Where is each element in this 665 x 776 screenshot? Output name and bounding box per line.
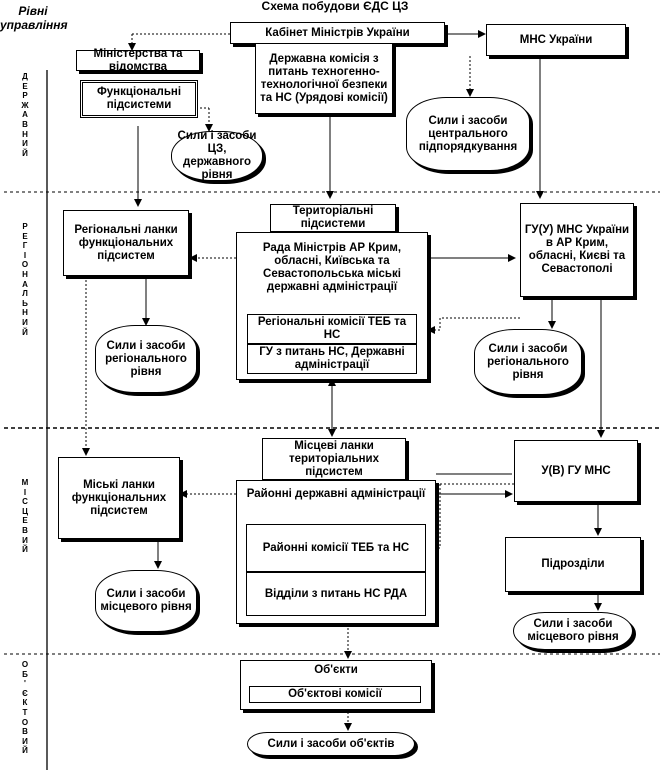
forces-local-right-oval: Сили і засоби місцевого рівня bbox=[513, 612, 633, 650]
state-commission-box: Державна комісія з питань техногенно-тех… bbox=[255, 43, 393, 114]
uv-gu-mns-box: У(В) ГУ МНС bbox=[514, 440, 638, 502]
regional-functional-links-box: Регіональні ланки функціональних підсист… bbox=[63, 210, 189, 276]
forces-state-oval: Сили і засоби ЦЗ, державного рівня bbox=[171, 130, 263, 181]
functional-subsystems-box: Функціональні підсистеми bbox=[80, 80, 198, 118]
levels-header: Рівні управління bbox=[0, 4, 68, 32]
local-territorial-box: Місцеві ланки територіальних підсистем bbox=[262, 438, 406, 480]
territorial-subsystems-box: Територіальні підсистеми bbox=[270, 204, 396, 232]
rda-departments-box: Відділи з питань НС РДА bbox=[246, 572, 426, 616]
regional-commissions-box: Регіональні комісії ТЕБ та НС bbox=[247, 314, 417, 344]
gu-ns-box: ГУ з питань НС, Державні адміністрації bbox=[247, 344, 417, 374]
object-commissions-box: Об'єктові комісії bbox=[249, 686, 421, 703]
levels-header-line1: Рівні bbox=[18, 4, 48, 18]
levels-header-line2: управління bbox=[0, 18, 68, 32]
city-functional-links-box: Міські ланки функціональних підсистем bbox=[58, 457, 180, 539]
district-commissions-box: Районні комісії ТЕБ та НС bbox=[246, 524, 426, 572]
mns-ukraine-box: МНС України bbox=[486, 24, 626, 56]
forces-objects-oval: Сили і засоби об'єктів bbox=[247, 732, 415, 756]
district-admin-text: Районні державні адміністрації bbox=[246, 488, 426, 500]
forces-central-oval: Сили і засоби центрального підпорядкуван… bbox=[406, 97, 530, 171]
ministries-box: Міністерства та відомства bbox=[76, 48, 200, 73]
forces-regional-right-oval: Сили і засоби регіонального рівня bbox=[474, 329, 582, 395]
gu-mns-regional-box: ГУ(У) МНС України в АР Крим, обласні, Ки… bbox=[520, 203, 634, 297]
units-box: Підрозділи bbox=[505, 537, 641, 592]
forces-local-left-oval: Сили і засоби місцевого рівня bbox=[95, 570, 197, 632]
objects-text: Об'єкти bbox=[314, 664, 358, 676]
diagram-title: Схема побудови ЄДС ЦЗ bbox=[261, 0, 409, 13]
forces-regional-left-oval: Сили і засоби регіонального рівня bbox=[95, 325, 197, 393]
council-text: Рада Міністрів АР Крим, обласні, Київськ… bbox=[262, 242, 402, 293]
cabinet-box: Кабінет Міністрів України bbox=[230, 22, 445, 44]
